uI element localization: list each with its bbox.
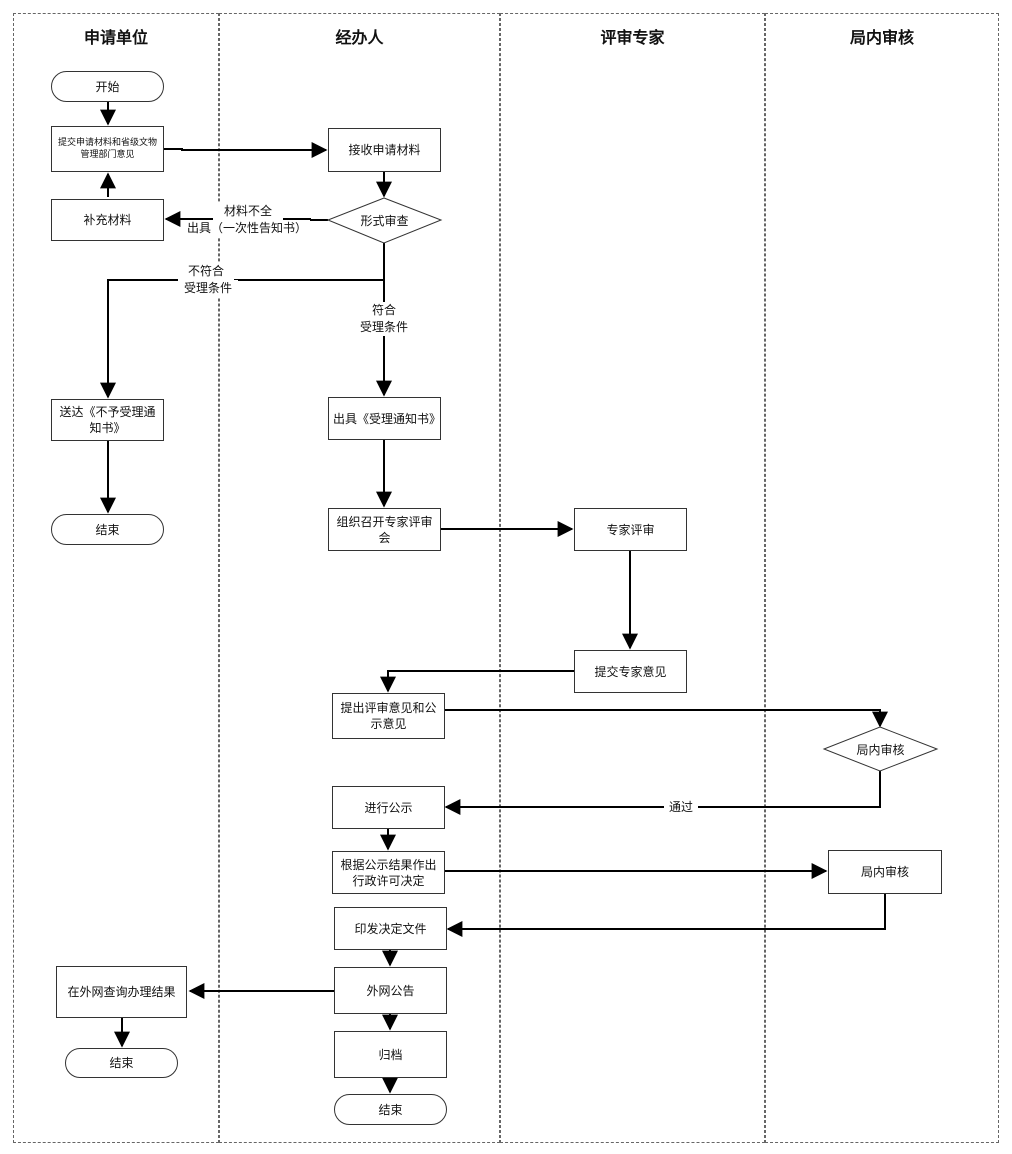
lane-title-applicant: 申请单位 [83,28,148,47]
supplement-materials-node: 补充材料 [51,199,164,241]
edge-label-not-meet: 不符合 [178,263,234,280]
lane-bureau [765,13,999,1143]
edge-opinion-propose [380,670,574,693]
edge-review-reject [100,243,385,399]
end-node-1: 结束 [51,514,164,545]
formal-review-diamond [326,197,443,244]
edge-label-notice-once: 出具（一次性告知书） [184,220,310,237]
submit-materials-node: 提交申请材料和省级文物管理部门意见 [51,126,164,172]
accept-notice-node: 出具《受理通知书》 [328,397,441,440]
bureau-review-diamond [822,726,939,772]
issue-document-node: 印发决定文件 [334,907,447,950]
edge-bureau1-publicize [444,770,881,815]
organize-review-node: 组织召开专家评审会 [328,508,441,551]
end-node-2: 结束 [65,1048,178,1078]
archive-node: 归档 [334,1031,447,1078]
start-node: 开始 [51,71,164,102]
lane-expert [500,13,765,1143]
edge-label-pass: 通过 [664,799,698,816]
web-announcement-node: 外网公告 [334,967,447,1014]
lane-applicant [13,13,219,1143]
publicize-node: 进行公示 [332,786,445,829]
edge-submit-receive [164,142,328,158]
lane-handler [219,13,500,1143]
lane-title-bureau: 局内审核 [849,28,914,47]
submit-expert-opinion-node: 提交专家意见 [574,650,687,693]
edge-propose-bureau1 [445,709,888,728]
receive-materials-node: 接收申请材料 [328,128,441,172]
decision-node: 根据公示结果作出行政许可决定 [332,851,445,894]
edge-label-meet: 符合 [360,302,408,319]
end-node-3: 结束 [334,1094,447,1125]
propose-opinion-node: 提出评审意见和公示意见 [332,693,445,739]
reject-notice-node: 送达《不予受理通知书》 [51,399,164,441]
edge-label-meet-cond: 受理条件 [354,319,414,336]
lane-title-expert: 评审专家 [600,28,665,47]
formal-review-label: 形式审查 [360,214,409,228]
lane-title-handler: 经办人 [335,28,384,47]
edge-bureau2-issue [446,894,886,937]
query-result-node: 在外网查询办理结果 [56,966,187,1018]
edge-label-not-meet-cond: 受理条件 [178,280,238,297]
expert-review-node: 专家评审 [574,508,687,551]
edge-label-incomplete: 材料不全 [213,203,283,220]
bureau-review-label-1: 局内审核 [856,742,905,757]
bureau-review-node-2: 局内审核 [828,850,942,894]
